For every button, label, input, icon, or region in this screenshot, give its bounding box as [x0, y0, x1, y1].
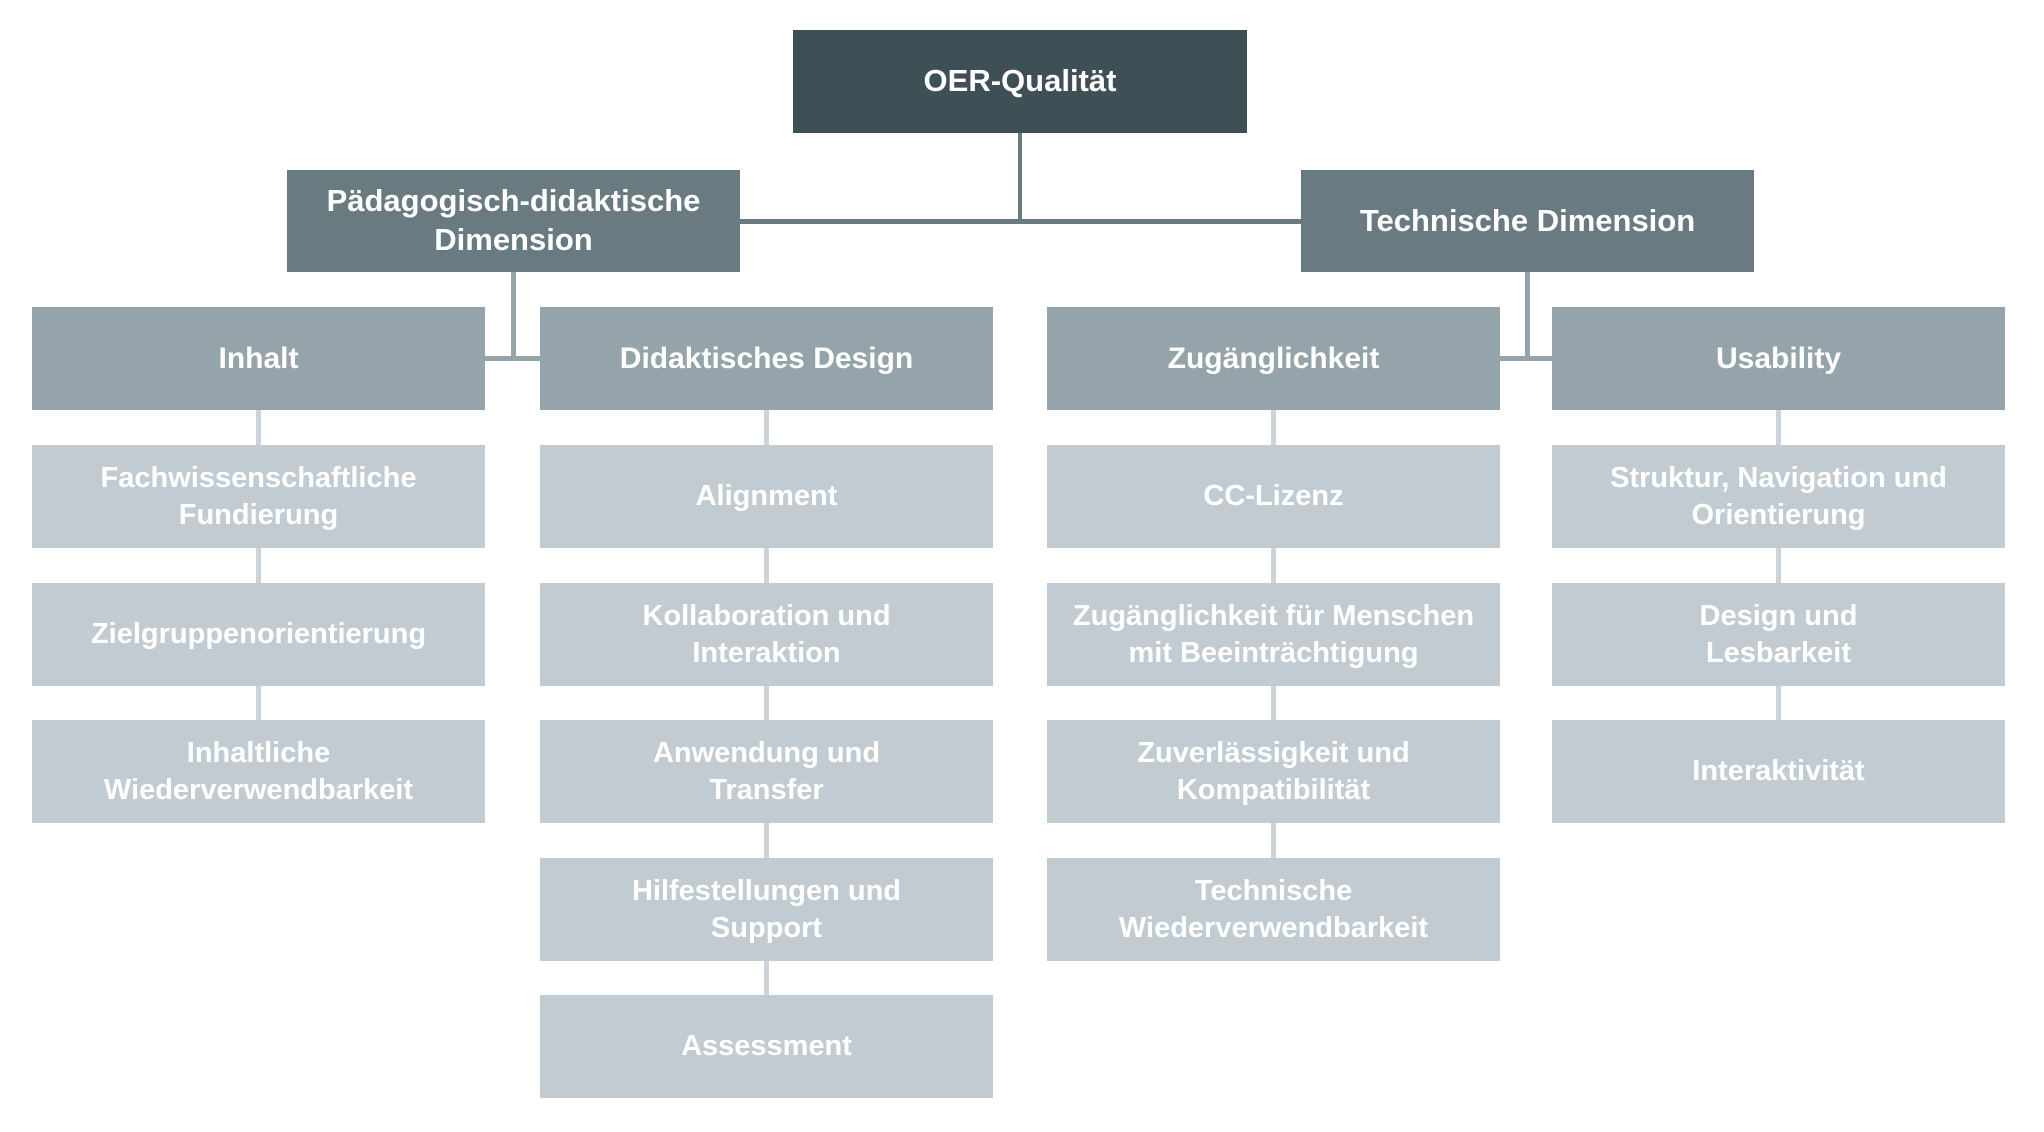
criterion-node-zuverlaessigkeit-und-kompatibilitaet: Zuverlässigkeit und Kompatibilität: [1047, 720, 1500, 823]
category-node-zugaenglichkeit: Zugänglichkeit: [1047, 307, 1500, 410]
connector-root-vertical: [1018, 133, 1022, 221]
connector-dimension2-horizontal: [1500, 356, 1552, 361]
criterion-node-fachwissenschaftliche-fundierung: Fachwissenschaftliche Fundierung: [32, 445, 485, 548]
connector-col1-item3: [256, 686, 261, 720]
root-node-oer-qualitaet: OER-Qualität: [793, 30, 1247, 133]
criterion-node-zugaenglichkeit-fuer-menschen: Zugänglichkeit für Menschen mit Beeinträ…: [1047, 583, 1500, 686]
criterion-node-struktur-navigation-orientierung: Struktur, Navigation und Orientierung: [1552, 445, 2005, 548]
connector-col3-item1: [1271, 410, 1276, 445]
criterion-node-cc-lizenz: CC-Lizenz: [1047, 445, 1500, 548]
criterion-node-assessment: Assessment: [540, 995, 993, 1098]
connector-col2-item1: [764, 410, 769, 445]
criterion-node-alignment: Alignment: [540, 445, 993, 548]
connector-dimension1-vertical: [511, 272, 516, 361]
criterion-node-technische-wiederverwendbarkeit: Technische Wiederverwendbarkeit: [1047, 858, 1500, 961]
connector-col1-item1: [256, 410, 261, 445]
connector-dimension1-horizontal: [485, 356, 540, 361]
category-node-usability: Usability: [1552, 307, 2005, 410]
criterion-node-interaktivitaet: Interaktivität: [1552, 720, 2005, 823]
connector-col4-item3: [1776, 686, 1781, 720]
dimension-node-paedagogisch-didaktisch: Pädagogisch-didaktische Dimension: [287, 170, 740, 272]
category-node-didaktisches-design: Didaktisches Design: [540, 307, 993, 410]
connector-col1-item2: [256, 548, 261, 583]
connector-col3-item3: [1271, 686, 1276, 720]
connector-col2-item2: [764, 548, 769, 583]
criterion-node-anwendung-und-transfer: Anwendung und Transfer: [540, 720, 993, 823]
criterion-node-hilfestellungen-und-support: Hilfestellungen und Support: [540, 858, 993, 961]
criterion-node-kollaboration-und-interaktion: Kollaboration und Interaktion: [540, 583, 993, 686]
connector-col3-item4: [1271, 823, 1276, 858]
criterion-node-zielgruppenorientierung: Zielgruppenorientierung: [32, 583, 485, 686]
connector-col4-item2: [1776, 548, 1781, 583]
connector-col2-item4: [764, 823, 769, 858]
criterion-node-inhaltliche-wiederverwendbarkeit: Inhaltliche Wiederverwendbarkeit: [32, 720, 485, 823]
connector-col3-item2: [1271, 548, 1276, 583]
dimension-node-technisch: Technische Dimension: [1301, 170, 1754, 272]
connector-root-horizontal: [740, 219, 1301, 224]
connector-col2-item3: [764, 686, 769, 720]
criterion-node-design-und-lesbarkeit: Design und Lesbarkeit: [1552, 583, 2005, 686]
connector-dimension2-vertical: [1525, 272, 1530, 361]
connector-col4-item1: [1776, 410, 1781, 445]
category-node-inhalt: Inhalt: [32, 307, 485, 410]
connector-col2-item5: [764, 961, 769, 995]
